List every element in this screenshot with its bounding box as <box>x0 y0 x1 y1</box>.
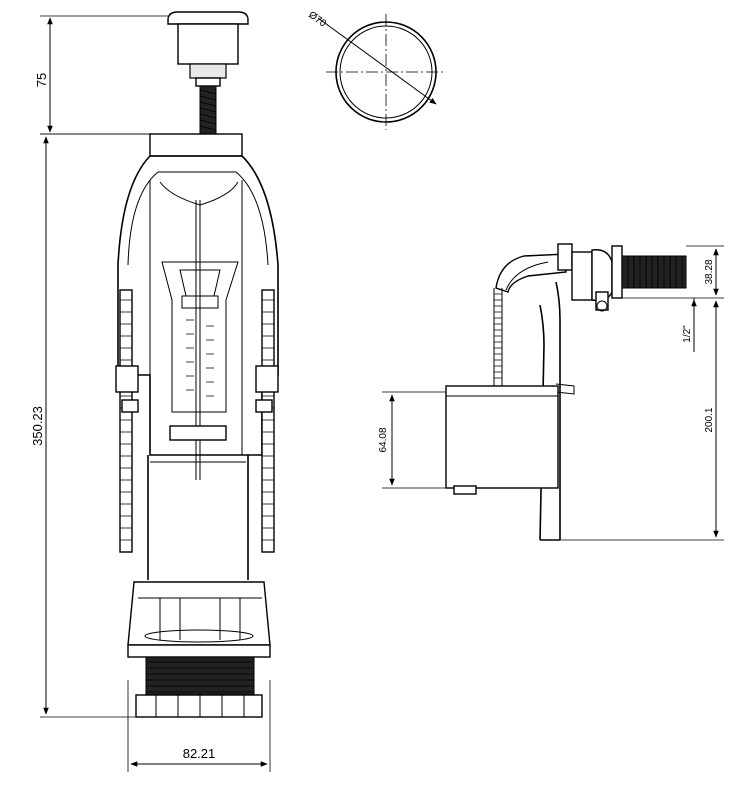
top-cap <box>149 133 243 157</box>
dim-thread-size: 1/2" <box>682 298 697 352</box>
valve-head <box>557 243 623 312</box>
dim-total-height-label: 350.23 <box>30 406 45 446</box>
overflow-cage <box>115 155 279 553</box>
push-button <box>167 11 249 87</box>
dim-valve-height: 200.1 <box>560 300 724 541</box>
float-arm <box>495 253 567 293</box>
threaded-rod <box>199 85 217 135</box>
valve-tube <box>539 281 575 541</box>
dim-top-height-label: 75 <box>34 73 49 87</box>
spring <box>493 288 503 386</box>
inlet-thread <box>621 255 687 289</box>
valve-base <box>127 581 271 718</box>
dim-base-width: 82.21 <box>127 680 271 772</box>
float-box <box>445 385 559 495</box>
fill-valve-drawing <box>445 243 687 541</box>
dim-valve-height-label: 200.1 <box>704 407 715 432</box>
dim-float-height: 64.08 <box>378 391 446 489</box>
flush-valve-drawing <box>115 11 279 718</box>
dim-thread-size-label: 1/2" <box>682 325 693 343</box>
inner-float <box>161 200 239 480</box>
button-diameter-view: Ø70 <box>306 10 446 130</box>
dim-top-height: 75 <box>34 15 168 135</box>
dim-thread-height-label: 38.28 <box>704 259 715 284</box>
dim-button-diameter-label: Ø70 <box>306 10 328 30</box>
dim-base-width-label: 82.21 <box>183 746 216 761</box>
dim-float-height-label: 64.08 <box>378 427 389 452</box>
lower-tube <box>147 455 249 580</box>
dim-total-height: 350.23 <box>30 133 150 718</box>
dim-thread-height: 38.28 <box>622 245 724 299</box>
